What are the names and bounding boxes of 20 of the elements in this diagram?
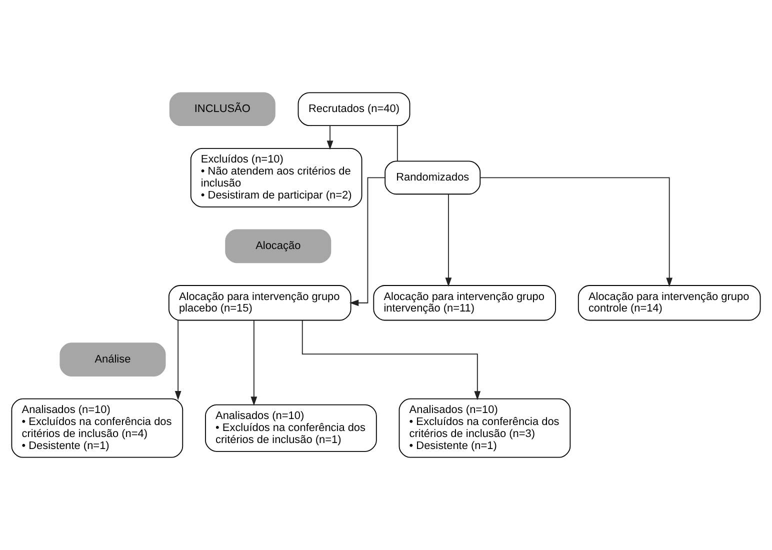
arrow [326,125,334,150]
arrow [445,194,452,287]
node-box: Excluídos (n=10) • Não atendem aos critérios de inclusão • Desistiram de participar (n=2) [190,148,362,208]
node-box: Alocação para intervenção grupo controle (n=14) [578,285,761,321]
node-box: Recrutados (n=40) [298,92,410,126]
node-box: Analisados (n=10) • Excluídos na conferência dos critérios de inclusão (n=4) • Desistente (n=1) [11,398,184,458]
node-box: Randomizados [384,160,481,195]
arrow [250,320,258,406]
arrow [480,177,673,287]
arrow [302,320,481,400]
node-box: Alocação [225,229,332,264]
node-box: Alocação para intervenção grupo placebo (n=15) [168,285,352,321]
node-box: Alocação para intervenção grupo intervenção (n=11) [373,285,556,321]
arrow [349,177,386,306]
node-box: INCLUSÃO [169,92,276,126]
node-box: Analisados (n=10) • Excluídos na conferência dos critérios de inclusão (n=3) • Desistente (n=1) [398,398,571,458]
node-box: Análise [60,342,166,376]
arrow [174,320,182,400]
connector [396,125,398,162]
node-box: Analisados (n=10) • Excluídos na conferência dos critérios de inclusão (n=1) [205,404,377,452]
